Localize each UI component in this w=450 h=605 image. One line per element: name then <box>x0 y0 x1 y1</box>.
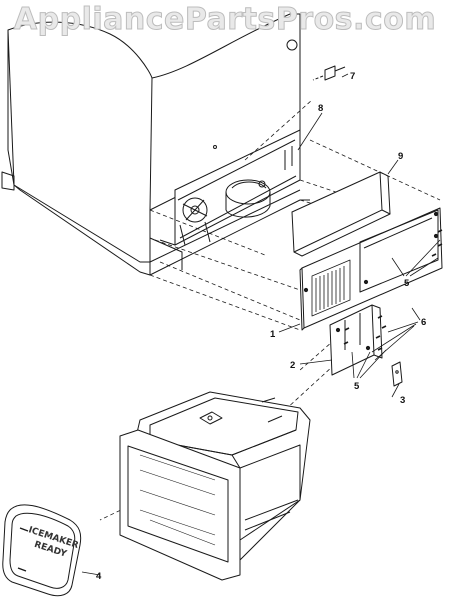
screws-part-5-6 <box>343 229 443 351</box>
compressor <box>225 179 271 218</box>
callout-3: 3 <box>400 395 405 406</box>
callout-1: 1 <box>270 329 276 340</box>
callout-5-lower: 5 <box>354 381 360 392</box>
callout-6: 6 <box>421 317 426 328</box>
callout-8: 8 <box>318 103 323 114</box>
bracket-part-2 <box>329 304 383 376</box>
freezer-drawer <box>119 391 311 581</box>
callout-4: 4 <box>96 571 102 582</box>
condenser-fan <box>182 197 208 223</box>
callout-labels: 7 8 9 1 2 3 4 5 5 6 <box>96 71 426 582</box>
refrigerator-cabinet <box>1 13 310 276</box>
callout-5-upper: 5 <box>404 278 410 289</box>
callout-9: 9 <box>398 151 403 162</box>
callout-leaders <box>81 73 441 576</box>
screw-part-7 <box>312 65 346 81</box>
insulation-pad-part-9 <box>291 171 391 257</box>
clip-part-3 <box>391 361 403 387</box>
callout-7: 7 <box>350 71 355 82</box>
access-panel-part-1 <box>299 207 443 331</box>
icemaker-cover-part-4 <box>2 504 82 597</box>
callout-2: 2 <box>290 360 295 371</box>
site-watermark: AppliancePartsPros.com <box>13 2 437 38</box>
vent-grille <box>311 259 351 317</box>
